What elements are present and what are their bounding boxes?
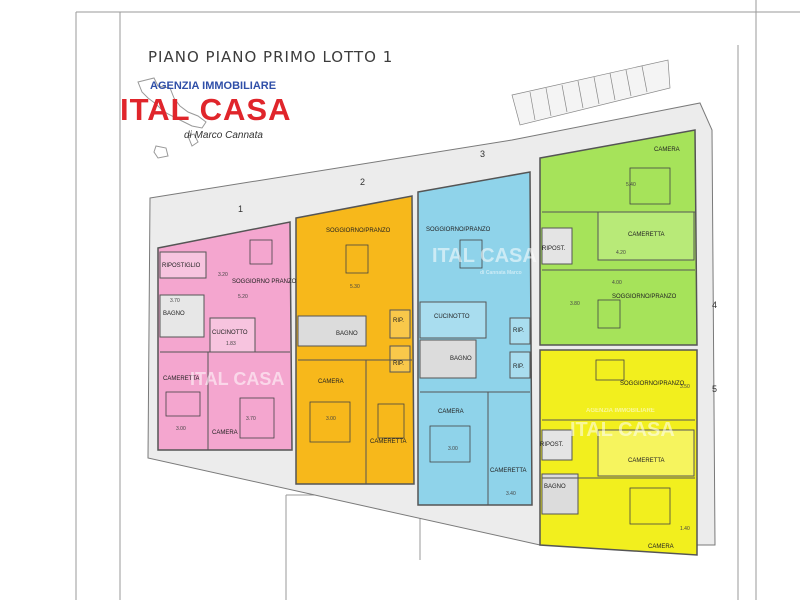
room-label: BAGNO (450, 356, 472, 362)
room-label: BAGNO (336, 331, 358, 337)
dimension-label: 3.00 (176, 426, 186, 432)
unit-1-cucinotto (209, 317, 256, 353)
dimension-label: 1.40 (680, 526, 690, 532)
unit-3-bagno (419, 339, 477, 379)
room-label: SOGGIORNO/PRANZO (620, 381, 685, 387)
room-label: CAMERA (438, 409, 464, 415)
unit-3 (417, 171, 533, 506)
watermark-brand: ITAL CASA (432, 245, 537, 267)
furniture (165, 167, 671, 525)
dimension-label: 3.70 (170, 298, 180, 304)
unit-5-cameretta (597, 429, 695, 477)
unit-5-bagno (541, 473, 579, 515)
room-label: RIPOST. (542, 246, 566, 252)
dimension-label: 3.00 (448, 446, 458, 452)
room-label: RIP. (513, 328, 524, 334)
dimension-label: 3.70 (246, 416, 256, 422)
unit-number-4: 4 (712, 300, 717, 310)
room-label: CAMERETTA (370, 439, 407, 445)
unit-3-rip1 (509, 317, 531, 345)
logo-brand-text: ITAL CASA (120, 92, 292, 127)
dimension-label: 3.00 (326, 416, 336, 422)
unit-number-2: 2 (360, 177, 365, 187)
room-label: CAMERA (654, 147, 680, 153)
dimension-label: 5.40 (626, 182, 636, 188)
logo-owner-text: di Marco Cannata (184, 130, 263, 141)
dimension-label: 4.00 (612, 280, 622, 286)
sheet-frame (75, 0, 800, 600)
unit-5-ripost (541, 429, 573, 461)
watermark-owner: di Cannata Marco (480, 270, 522, 276)
room-label: CAMERETTA (490, 468, 527, 474)
watermark-brand: ITAL CASA (570, 419, 675, 441)
room-label: RIP. (393, 318, 404, 324)
room-label: SOGGIORNO/PRANZO (612, 294, 677, 300)
room-label: CAMERETTA (628, 232, 665, 238)
dimension-label: 4.20 (616, 250, 626, 256)
dimension-label: 5.30 (350, 284, 360, 290)
stair-hatch (511, 59, 671, 126)
room-label: RIP. (393, 361, 404, 367)
room-label: RIP. (513, 364, 524, 370)
unit-number-1: 1 (238, 204, 243, 214)
unit-1-bagno (159, 294, 205, 338)
dimension-label: 3.40 (506, 491, 516, 497)
room-label: SOGGIORNO/PRANZO (426, 227, 491, 233)
room-label: BAGNO (544, 484, 566, 490)
unit-3-cucinotto (419, 301, 487, 339)
room-label: CAMERETTA (163, 376, 200, 382)
page-title: PIANO PIANO PRIMO LOTTO 1 (148, 48, 394, 66)
unit-3-rip2 (509, 351, 531, 379)
room-label: RIPOSTIGLIO (162, 263, 201, 269)
unit-2 (295, 195, 415, 485)
room-label: RIPOST. (540, 442, 564, 448)
room-label: CAMERA (648, 544, 674, 550)
logo-agency-text: AGENZIA IMMOBILIARE (150, 80, 277, 92)
watermark-brand: ITAL CASA (190, 369, 284, 389)
watermark-agency: AGENZIA IMMOBILIARE (586, 408, 655, 414)
unit-1-ripostiglio (159, 251, 207, 279)
unit-2-bagno (297, 315, 367, 347)
room-label: SOGGIORNO PRANZO (232, 279, 297, 285)
agency-logo: AGENZIA IMMOBILIARE ITAL CASA di Marco C… (118, 76, 290, 171)
room-label: CUCINOTTO (212, 330, 248, 336)
unit-1 (157, 221, 293, 451)
unit-4-ripost (541, 227, 573, 265)
unit-2-rip1 (389, 309, 411, 339)
dimension-label: 5.20 (238, 294, 248, 300)
dimension-label: 3.20 (218, 272, 228, 278)
italy-map-icon (137, 77, 207, 159)
room-label: CAMERA (318, 379, 344, 385)
unit-5 (539, 349, 698, 556)
room-label: CAMERA (212, 430, 238, 436)
room-label: BAGNO (163, 311, 185, 317)
room-label: CUCINOTTO (434, 314, 470, 320)
unit-2-rip2 (389, 345, 411, 373)
dimension-label: 3.50 (680, 384, 690, 390)
unit-number-5: 5 (712, 384, 717, 394)
dimension-label: 1.83 (226, 341, 236, 347)
room-label: CAMERETTA (628, 458, 665, 464)
unit-number-3: 3 (480, 149, 485, 159)
unit-4 (539, 129, 698, 346)
room-label: SOGGIORNO/PRANZO (326, 228, 391, 234)
dimension-label: 3.80 (570, 301, 580, 307)
